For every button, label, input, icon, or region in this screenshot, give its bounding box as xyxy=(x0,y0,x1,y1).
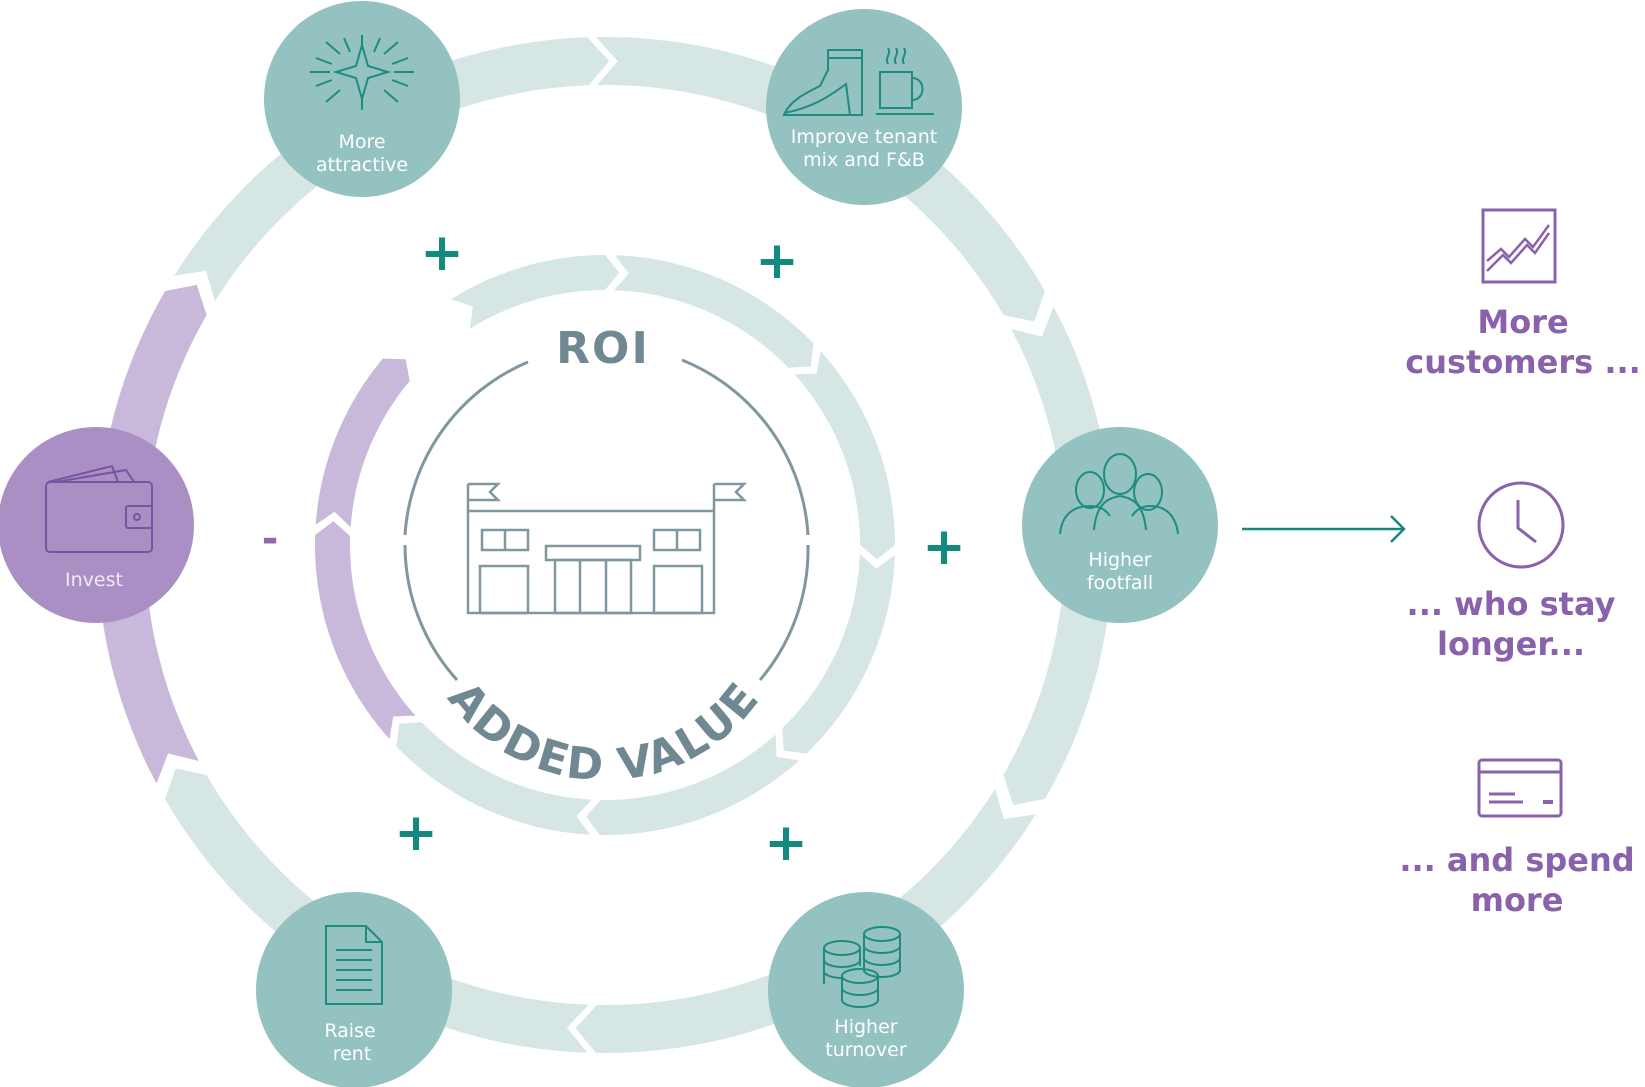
node-label-line2: footfall xyxy=(1087,572,1153,594)
outer-ring-segment xyxy=(575,958,828,1053)
plus-sign-top-left: + xyxy=(420,223,464,283)
node-label-line1: Higher xyxy=(1088,549,1151,571)
center-circle-arc-bottom-left xyxy=(403,544,459,682)
node-improve-tenant-mix: Improve tenant mix and F&B xyxy=(766,9,962,205)
center-circle-arc-top xyxy=(403,360,529,536)
node-higher-turnover: Higher turnover xyxy=(768,892,964,1087)
people-group-icon xyxy=(1059,453,1179,535)
benefit-line1: More xyxy=(1477,303,1569,341)
plus-sign-right: + xyxy=(922,517,966,577)
plus-sign-top-right: + xyxy=(755,231,799,291)
inner-ring-segment xyxy=(613,255,814,368)
inner-ring-segment xyxy=(315,358,410,528)
node-more-attractive: More attractive xyxy=(264,1,460,197)
boot-and-coffee-icon xyxy=(782,47,934,116)
node-invest: Invest xyxy=(0,427,194,623)
inner-ring-segment xyxy=(451,255,620,329)
node-label-line1: Higher xyxy=(834,1016,897,1038)
center-circle-arc-bottom-right xyxy=(758,544,810,681)
inner-ring-segment xyxy=(315,521,416,739)
plus-sign-bottom-right: + xyxy=(764,813,808,873)
coin-stacks-icon xyxy=(823,926,901,1008)
node-higher-footfall: Higher footfall xyxy=(1022,427,1218,623)
node-label-line2: rent xyxy=(333,1043,372,1065)
benefit-line1: ... and spend xyxy=(1399,841,1635,879)
roi-label: ROI xyxy=(556,323,650,374)
clock-icon xyxy=(1477,481,1565,569)
benefit-line2: customers ... xyxy=(1405,343,1641,381)
node-label-line1: Improve tenant xyxy=(791,126,937,148)
node-label-line1: Invest xyxy=(65,569,123,591)
benefit-more-customers: More customers ... xyxy=(1383,302,1645,382)
plus-sign-bottom-left: + xyxy=(394,803,438,863)
node-label-line1: Raise xyxy=(324,1020,375,1042)
minus-sign-left: - xyxy=(262,516,279,562)
document-icon xyxy=(325,925,383,1005)
sparkle-icon xyxy=(310,35,414,110)
inner-ring-segment xyxy=(782,553,895,754)
shopping-mall-icon xyxy=(466,482,748,615)
node-label-line2: mix and F&B xyxy=(803,149,925,171)
credit-card-icon xyxy=(1477,758,1563,818)
benefit-stay-longer: ... who stay longer... xyxy=(1371,584,1645,664)
inner-ring-segment xyxy=(794,351,895,560)
growth-chart-icon xyxy=(1481,208,1557,284)
inner-ring-segment xyxy=(396,722,592,835)
center-circle-arc-top-right xyxy=(681,358,810,536)
inner-ring-segment xyxy=(586,734,799,835)
node-raise-rent: Raise rent xyxy=(256,892,452,1087)
benefit-line2: more xyxy=(1470,881,1564,919)
node-label-line2: turnover xyxy=(825,1039,907,1061)
node-label-line2: attractive xyxy=(316,154,408,176)
node-label-line1: More xyxy=(338,131,385,153)
benefits-arrow xyxy=(1242,515,1406,543)
inner-cycle-ring xyxy=(315,255,895,835)
benefit-line2: longer... xyxy=(1436,625,1586,663)
wallet-icon xyxy=(45,464,153,553)
benefit-line1: ... who stay xyxy=(1406,585,1616,623)
benefit-spend-more: ... and spend more xyxy=(1377,840,1645,920)
